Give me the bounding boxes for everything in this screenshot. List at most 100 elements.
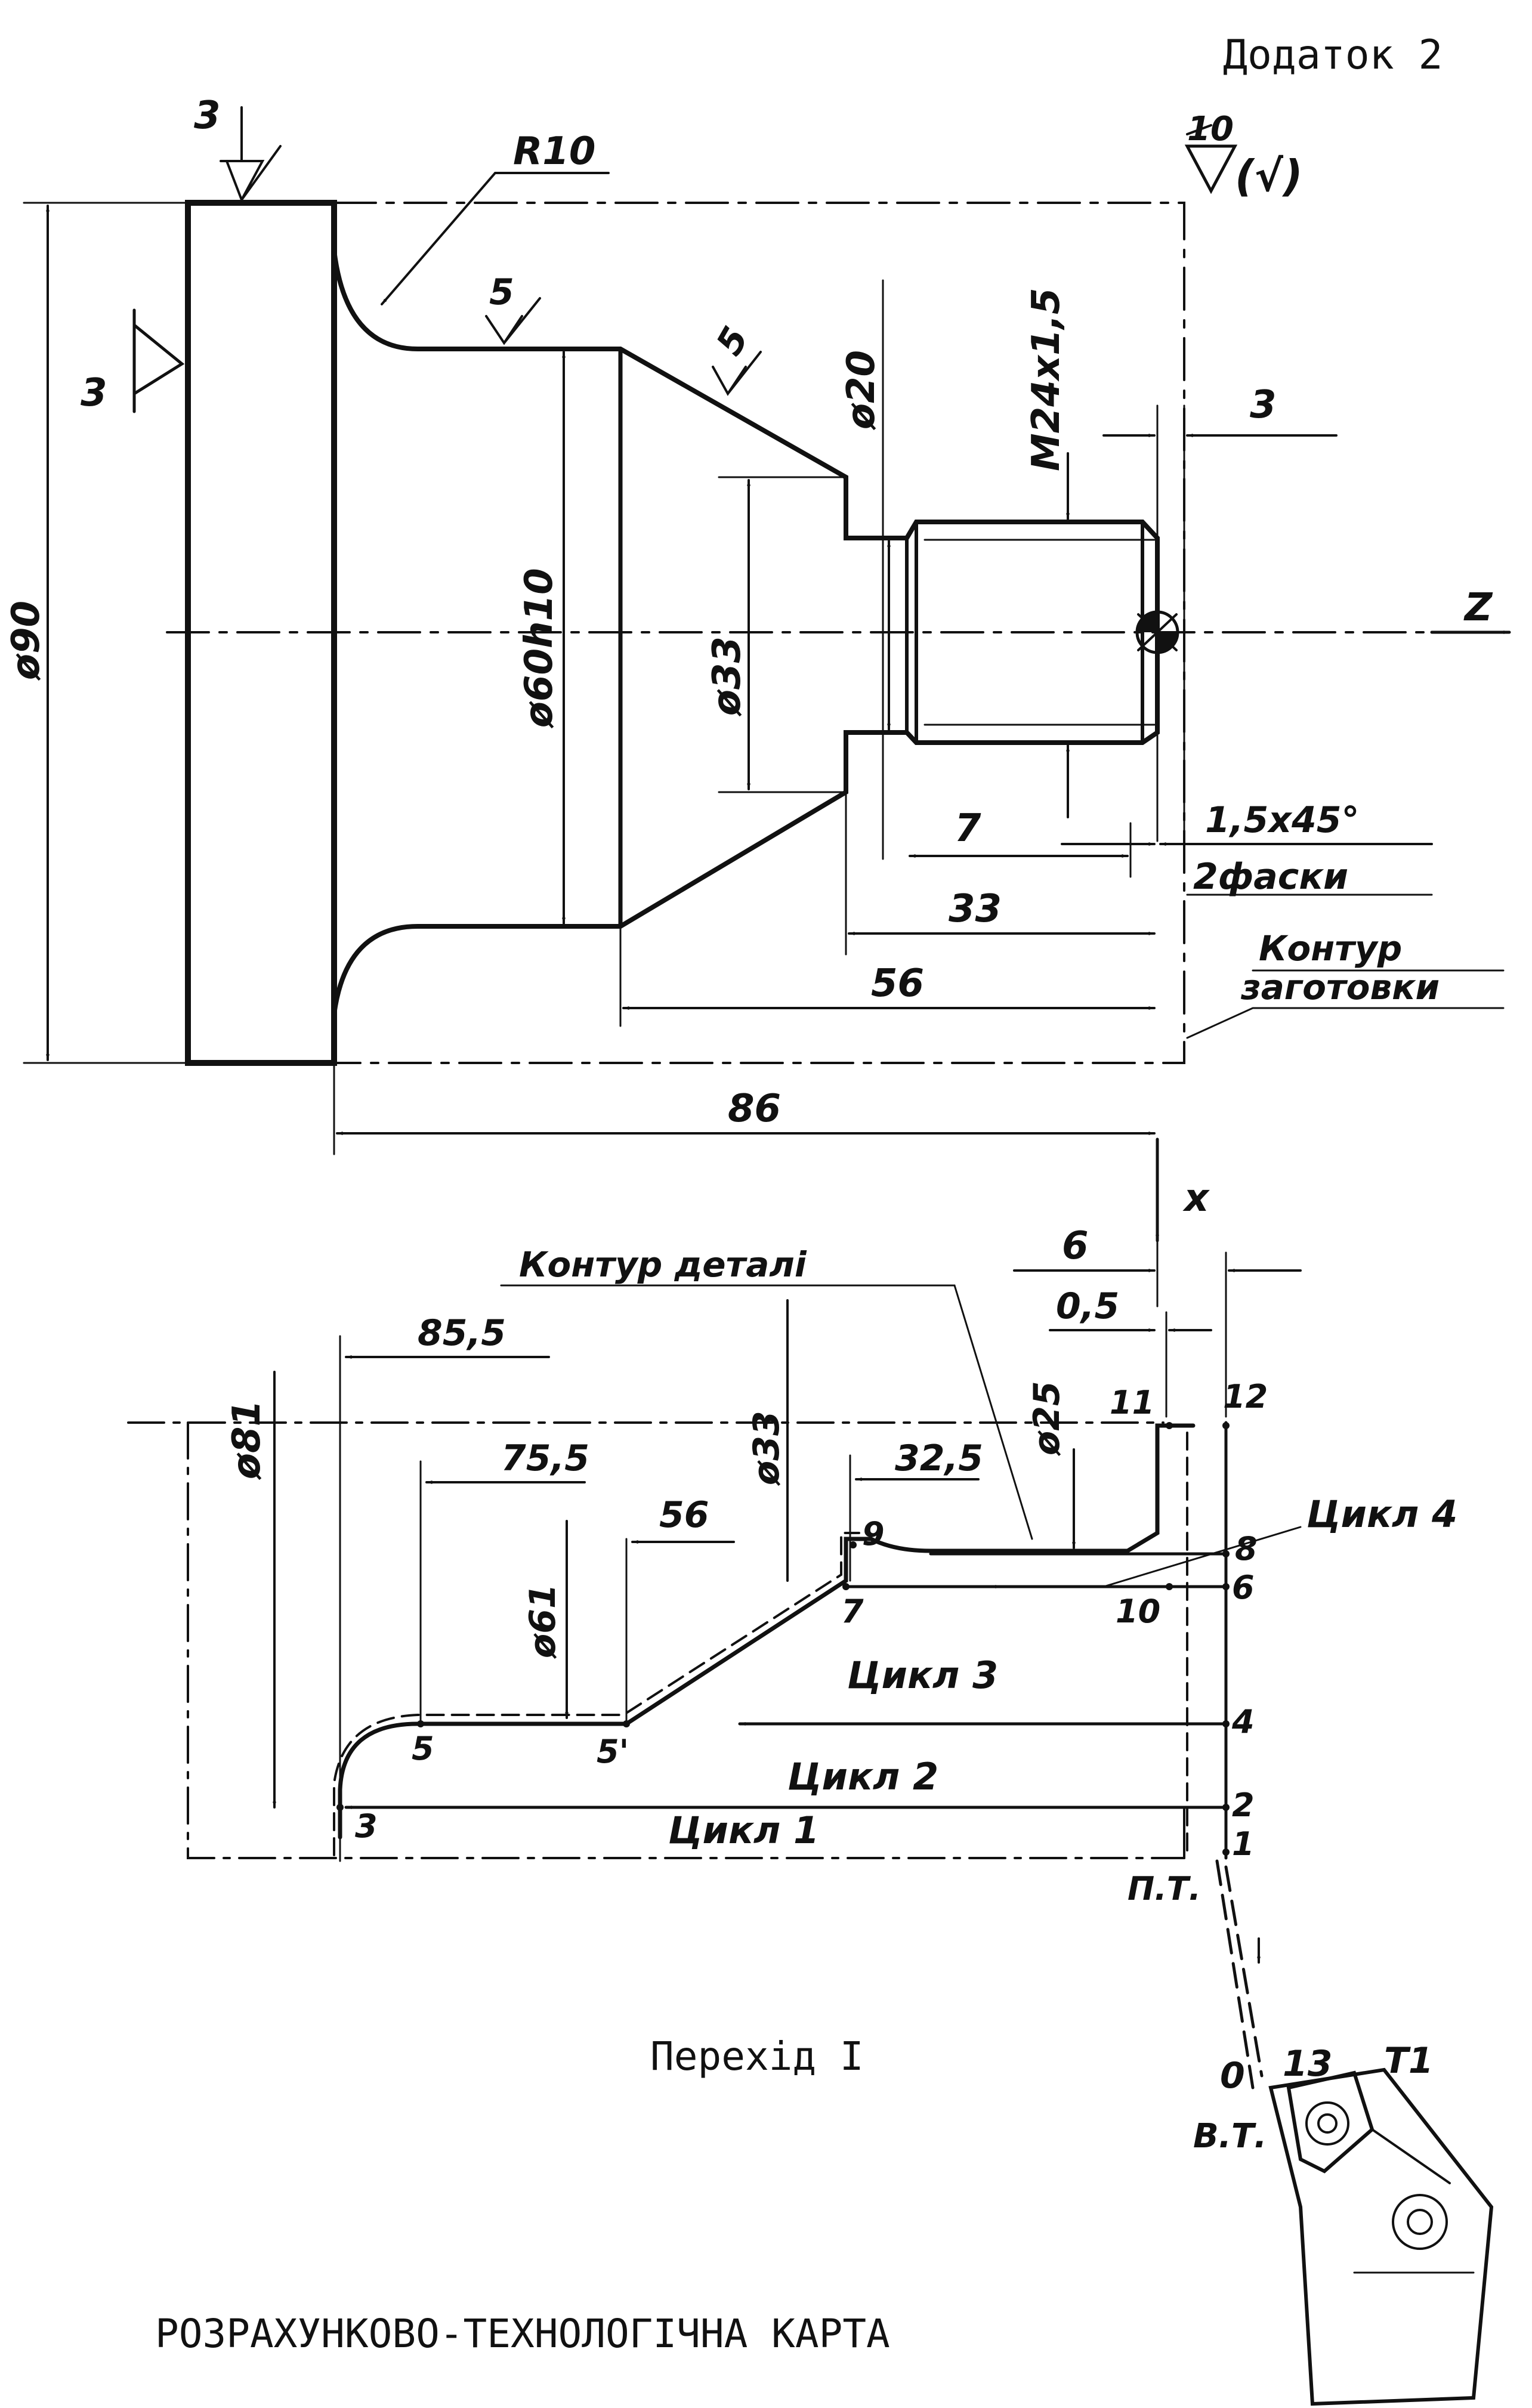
tool-screw-2-inner xyxy=(1407,2209,1433,2235)
point-1 xyxy=(1222,1848,1230,1856)
chamfer-note: 2фаски xyxy=(1193,856,1348,898)
roughness-fillet-value: 5 xyxy=(489,271,514,313)
roughness-top-symbol xyxy=(220,145,282,203)
dim-3-label: 3 xyxy=(1250,383,1277,427)
cycle-3-label: Цикл 3 xyxy=(847,1653,998,1697)
point-2 xyxy=(1222,1804,1230,1811)
point-9 xyxy=(850,1541,857,1548)
blank-contour-label-2: заготовки xyxy=(1240,967,1440,1007)
dim-86-label: 86 xyxy=(728,1087,781,1131)
axis-z-label: Z xyxy=(1463,586,1493,630)
appendix-label: Додаток 2 xyxy=(1223,32,1443,79)
point-4 xyxy=(1222,1720,1230,1727)
cycle-4-leader xyxy=(1102,1526,1302,1588)
point-5p-label: 5' xyxy=(597,1733,629,1770)
thread-label: M24x1,5 xyxy=(1024,288,1068,471)
d90-label: ø90 xyxy=(4,601,48,681)
dim-56-label: 56 xyxy=(871,962,924,1006)
roughness-general-value: 10 xyxy=(1187,110,1234,149)
tool-insert xyxy=(1286,2070,1375,2174)
tool-body xyxy=(1268,2067,1494,2406)
point-6-label: 6 xyxy=(1232,1569,1255,1606)
roughness-cone-value: 5 xyxy=(708,320,756,362)
point-9-label: 9 xyxy=(862,1515,885,1553)
tool-screw-2 xyxy=(1392,2194,1448,2250)
dim-33-label: 33 xyxy=(949,887,1002,931)
finishing-pass xyxy=(333,1532,860,1856)
transition-label: Перехід I xyxy=(650,2033,864,2079)
roughness-left-symbol xyxy=(132,308,185,413)
cycle-4-label: Цикл 4 xyxy=(1306,1492,1457,1536)
dim-d81-label: ø81 xyxy=(225,1400,269,1480)
blank-contour-label-1: Контур xyxy=(1259,928,1402,969)
point-10 xyxy=(1166,1583,1173,1590)
roughness-general-symbol xyxy=(1184,144,1238,194)
detail-contour-label: Контур деталі xyxy=(519,1244,807,1285)
point-8-label: 8 xyxy=(1235,1530,1258,1568)
flange xyxy=(185,200,337,1066)
roughness-top-value: 3 xyxy=(194,94,221,138)
roughness-left-value: 3 xyxy=(81,371,107,415)
point-10-label: 10 xyxy=(1116,1593,1160,1630)
toolpath-drawing xyxy=(127,1137,1494,2406)
point-7 xyxy=(842,1583,850,1590)
point-11-label: 11 xyxy=(1110,1384,1154,1421)
radius-label: R10 xyxy=(513,129,595,174)
dim-d61-label: ø61 xyxy=(522,1584,564,1659)
roughness-general-suffix: (√) xyxy=(1235,151,1303,201)
dim-325-label: 32,5 xyxy=(895,1438,983,1479)
dim-05-label: 0,5 xyxy=(1056,1285,1119,1327)
point-5p xyxy=(623,1720,630,1727)
dim-d33b-label: ø33 xyxy=(746,1411,787,1486)
roughness-fillet-symbol xyxy=(485,297,541,345)
start-point-label: П.Т. xyxy=(1128,1870,1201,1908)
axis-x-label: x xyxy=(1182,1176,1210,1220)
dim-755-label: 75,5 xyxy=(501,1438,589,1479)
leader-detail-contour xyxy=(500,1284,1033,1540)
path-points xyxy=(336,1422,1230,1856)
tool-line xyxy=(1371,2128,1451,2184)
point-12-label: 12 xyxy=(1223,1378,1268,1415)
cycle-1-label: Цикл 1 xyxy=(668,1809,819,1852)
finishing-pass-right xyxy=(1168,1424,1188,1859)
point-1-label: 1 xyxy=(1232,1825,1255,1863)
roughness-general-bar xyxy=(1186,124,1212,135)
point-11 xyxy=(1166,1422,1173,1429)
part-drawing xyxy=(23,106,1511,1155)
path-blank-contour xyxy=(187,1421,1185,1859)
point-7-label: 7 xyxy=(841,1593,864,1630)
tool-screw-1 xyxy=(1305,2101,1349,2146)
tool-approach xyxy=(1215,1859,1264,2089)
tool-screw-1-inner xyxy=(1317,2113,1338,2134)
dim-6-label: 6 xyxy=(1062,1224,1089,1268)
point-0-label: 0 xyxy=(1220,2055,1245,2097)
point-3 xyxy=(336,1804,344,1811)
dim-56b-label: 56 xyxy=(659,1494,709,1536)
point-12 xyxy=(1222,1422,1230,1429)
point-2-label: 2 xyxy=(1232,1786,1255,1824)
labels: Додаток 2 10 (√) 3 3 5 5 R10 ø90 ø60h10 … xyxy=(4,32,1493,2357)
dim-855-label: 85,5 xyxy=(418,1312,506,1354)
tool-holder xyxy=(1268,2067,1494,2406)
point-4-label: 4 xyxy=(1231,1703,1255,1741)
tool-change-point-label: В.Т. xyxy=(1193,2117,1267,2156)
d33-label: ø33 xyxy=(705,636,749,717)
d20-label: ø20 xyxy=(839,350,884,431)
point-5-label: 5 xyxy=(412,1730,434,1767)
leader-blank xyxy=(1186,1007,1505,1039)
tool-label: T1 xyxy=(1384,2040,1434,2082)
point-13-label: 13 xyxy=(1283,2043,1333,2085)
dim-7-label: 7 xyxy=(955,806,981,851)
detail-contour xyxy=(338,1423,1196,1840)
leader-r10 xyxy=(381,172,610,305)
card-title: РОЗРАХУНКОВО-ТЕХНОЛОГІЧНА КАРТА xyxy=(155,2311,890,2357)
point-3-label: 3 xyxy=(355,1807,378,1845)
point-8 xyxy=(1222,1550,1230,1557)
dim-d25-label: ø25 xyxy=(1026,1381,1068,1457)
roughness-cone-symbol xyxy=(712,351,762,396)
d60-label: ø60h10 xyxy=(517,568,561,729)
point-5 xyxy=(417,1720,424,1727)
chamfer-label: 1,5x45° xyxy=(1205,799,1360,841)
cycle-2-label: Цикл 2 xyxy=(787,1755,938,1798)
